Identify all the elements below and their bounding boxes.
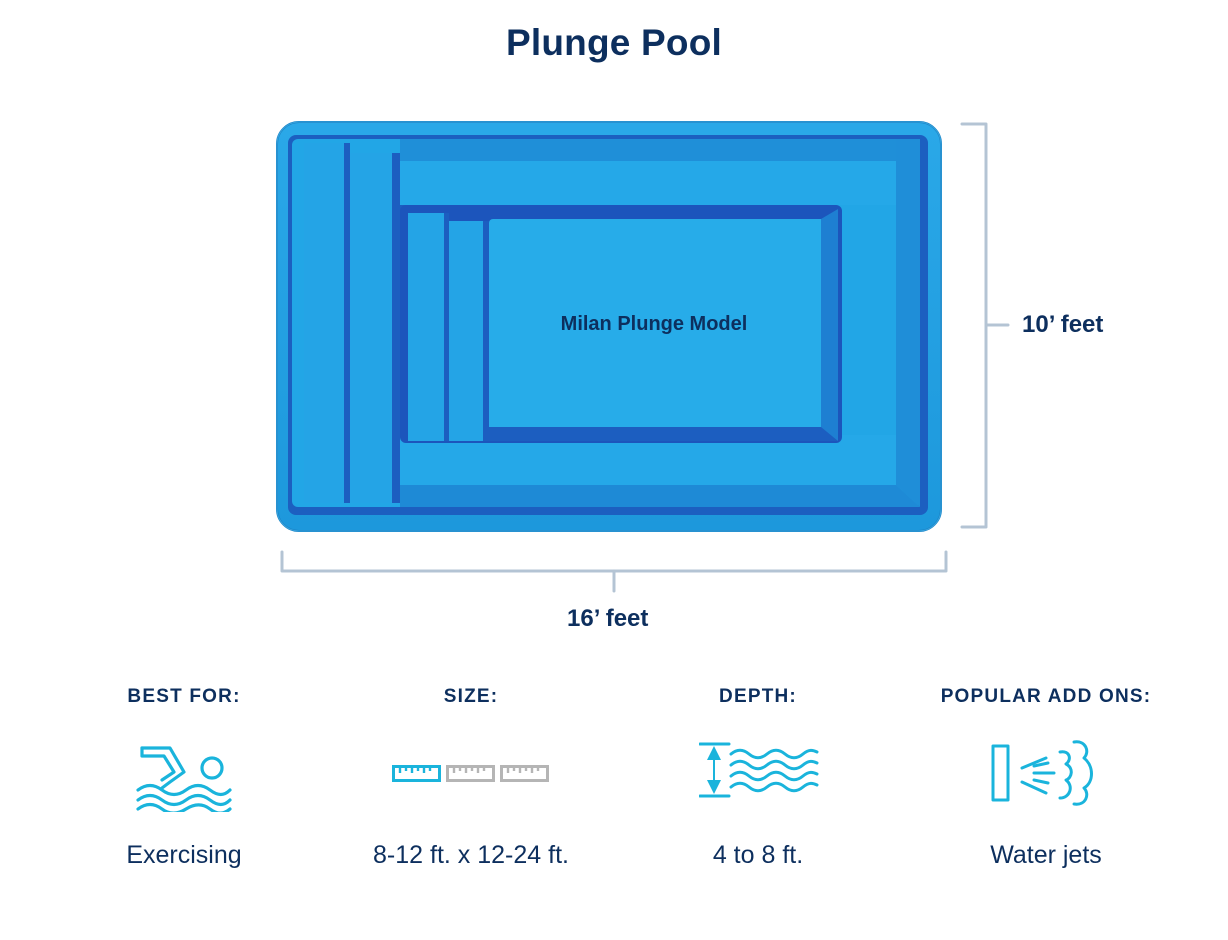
pool-model-label: Milan Plunge Model xyxy=(560,313,748,335)
swimmer-icon xyxy=(136,746,232,812)
feature-value: 8-12 ft. x 12-24 ft. xyxy=(373,841,569,869)
feature-size: SIZE: 8-12 ft. x 12-24 ft. xyxy=(321,686,621,869)
feature-heading: POPULAR ADD ONS: xyxy=(940,686,1152,707)
depth-waves-icon xyxy=(699,742,819,798)
height-dimension-label: 10’ feet xyxy=(1022,311,1104,338)
feature-value: Exercising xyxy=(126,841,242,869)
feature-value: 4 to 8 ft. xyxy=(712,841,804,869)
pool-illustration xyxy=(276,121,942,532)
page-title: Plunge Pool xyxy=(506,22,722,63)
ruler-scale-icon xyxy=(392,765,549,782)
feature-best-for: BEST FOR: Exercising xyxy=(84,686,284,869)
height-bracket xyxy=(960,122,988,529)
ruler-unselected-icon xyxy=(500,765,549,782)
feature-heading: BEST FOR: xyxy=(127,686,241,707)
water-jets-icon xyxy=(991,740,1093,806)
feature-heading: SIZE: xyxy=(443,686,499,707)
feature-popular-add-ons: POPULAR ADD ONS: Water jets xyxy=(906,686,1186,869)
feature-value: Water jets xyxy=(990,841,1102,869)
width-dimension-label: 16’ feet xyxy=(567,605,649,632)
pool-diagram-graphic xyxy=(276,121,942,532)
feature-depth: DEPTH: 4 to 8 ft. xyxy=(658,686,858,869)
width-bracket xyxy=(280,550,948,573)
ruler-unselected-icon xyxy=(446,765,495,782)
ruler-selected-icon xyxy=(392,765,441,782)
feature-heading: DEPTH: xyxy=(719,686,797,707)
